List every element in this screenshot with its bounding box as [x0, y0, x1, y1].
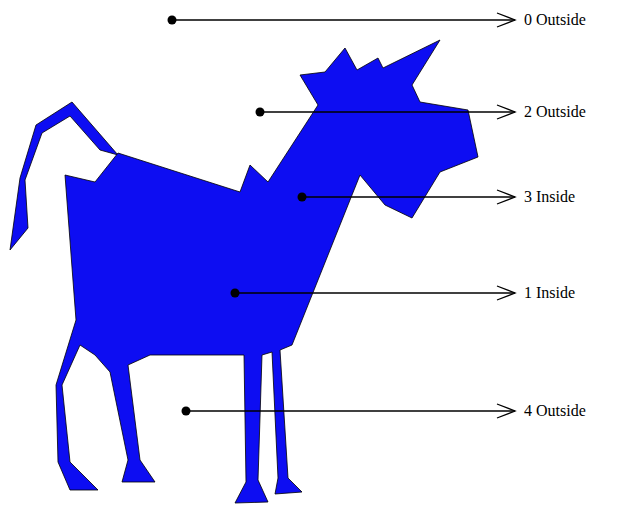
animal-silhouette [56, 40, 478, 503]
ray-result-label: 1 Inside [524, 284, 575, 302]
ray-result-label: 0 Outside [524, 11, 586, 29]
ray-origin-dots [168, 16, 307, 416]
ray-result-label: 3 Inside [524, 188, 575, 206]
ray-result-label: 2 Outside [524, 103, 586, 121]
ray-result-label: 4 Outside [524, 402, 586, 420]
test-rays [172, 13, 515, 418]
